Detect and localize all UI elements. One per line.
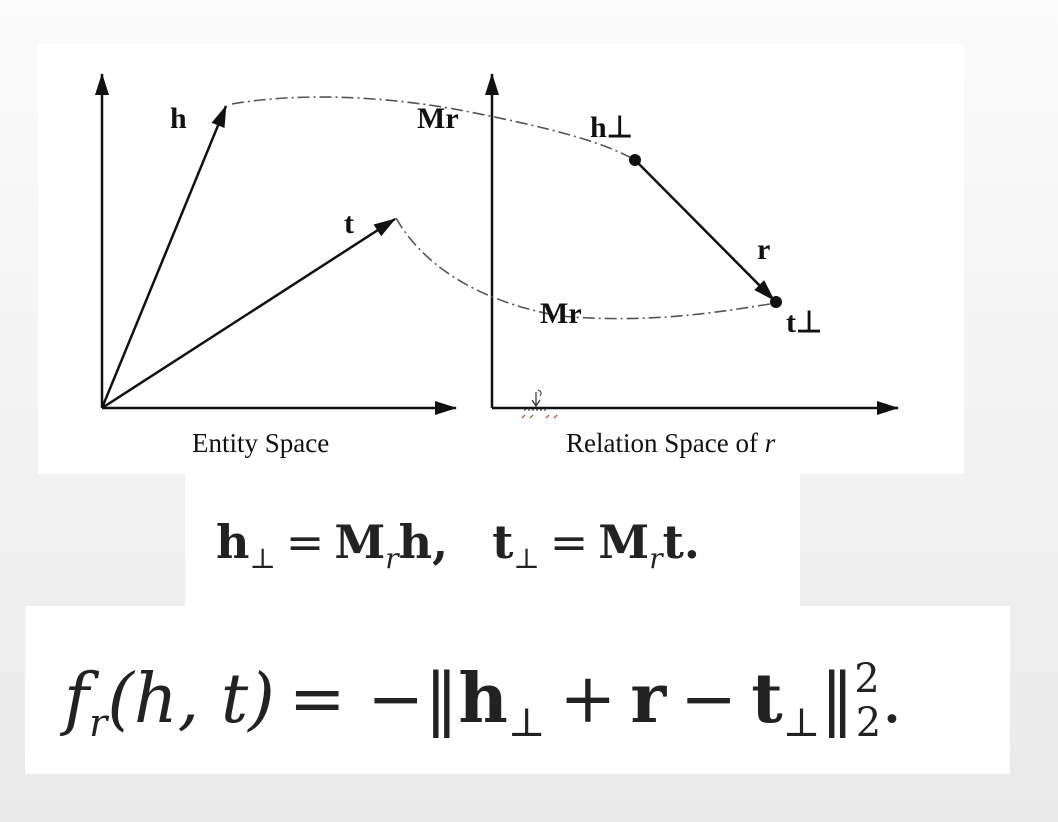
label-t: t [344, 207, 354, 240]
caption-entity-space: Entity Space [192, 428, 329, 458]
vector-r [634, 159, 775, 301]
vector-h [100, 105, 228, 409]
projection-equation-text: h⊥=Mrh,t⊥=Mrt. [216, 515, 700, 575]
label-t-perp: t⊥ [786, 306, 822, 339]
vector-t [101, 217, 396, 410]
caption-relation-space: Relation Space of r [566, 428, 776, 458]
diagram-panel [38, 44, 964, 474]
projection-curve-t [395, 217, 777, 320]
label-mr-upper: Mr [417, 102, 459, 135]
projection-equation-panel [185, 474, 800, 606]
label-h: h [170, 102, 187, 135]
label-r: r [757, 233, 770, 266]
cursor-icon [521, 389, 558, 419]
label-mr-lower: Mr [540, 297, 582, 330]
label-h-perp: h⊥ [590, 111, 633, 144]
score-function-panel [25, 606, 1010, 774]
